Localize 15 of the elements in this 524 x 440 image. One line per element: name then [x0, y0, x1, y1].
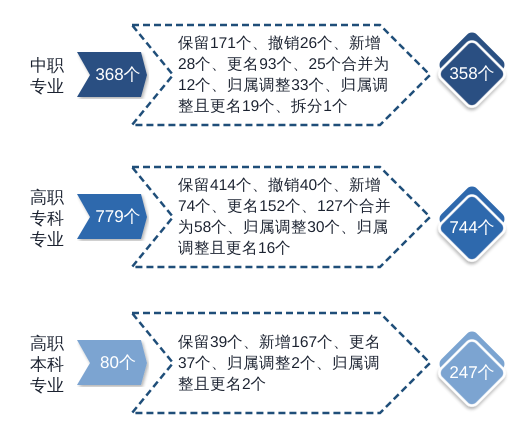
category-label: 中职专业: [30, 55, 65, 97]
chevron-shape: [77, 194, 149, 241]
count-value: 368个: [95, 64, 141, 84]
count-value: 80个: [100, 352, 136, 372]
category-label: 高职专科专业: [30, 187, 65, 250]
change-summary: 保留171个、撤销26个、新增28个、更名93个、25个合并为12个、归属调整33个、归属调整且更名19个、拆分1个: [178, 34, 391, 117]
category-label: 高职本科专业: [30, 333, 65, 396]
total-value: 247个: [449, 363, 495, 383]
total-value: 744个: [449, 218, 495, 238]
count-value: 779个: [95, 206, 141, 226]
chevron-shape: [77, 52, 149, 99]
chevron-shape: [77, 340, 149, 387]
change-summary: 保留414个、撤销40个、新增74个、更名152个、127个合并为58个、归属调整30个、归属调整且更名16个: [178, 176, 392, 259]
total-value: 358个: [449, 64, 495, 84]
change-summary: 保留39个、新增167个、更名37个、归属调整2个、归属调整且更名2个: [178, 332, 382, 394]
